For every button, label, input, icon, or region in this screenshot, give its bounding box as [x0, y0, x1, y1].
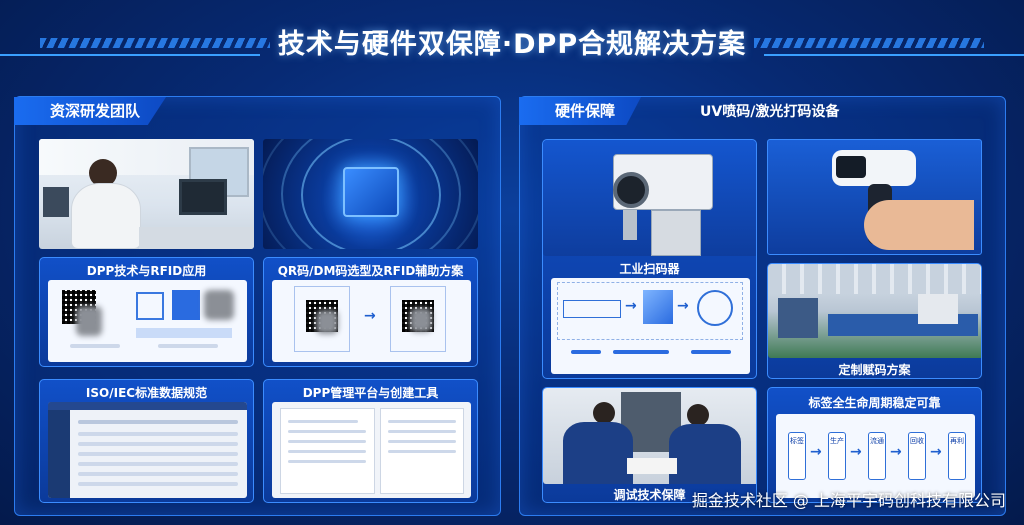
card-iso-iec: ISO/IEC标准数据规范 — [39, 379, 254, 503]
dpp-platform-document — [272, 402, 471, 498]
card-custom-coding: 定制赋码方案 — [767, 263, 982, 379]
card-dpp-platform-label: DPP管理平台与创建工具 — [302, 386, 439, 400]
card-industrial-scanner-label: 工业扫码器 — [619, 262, 680, 276]
arrow-right-icon: → — [677, 298, 689, 314]
lab-photo — [39, 139, 254, 249]
arrow-right-icon: → — [890, 444, 902, 460]
industrial-scanner-image — [543, 140, 756, 256]
lifecycle-step-3: 流通 — [868, 432, 886, 480]
lifecycle-step-4: 回收 — [908, 432, 926, 480]
card-industrial-scanner: 工业扫码器 → → — [542, 139, 757, 379]
watermark: 掘金技术社区 @ 上海平宇码创科技有限公司 — [691, 491, 1006, 510]
lifecycle-step-1: 标签 — [788, 432, 806, 480]
card-tag-lifecycle-label: 标签全生命周期稳定可靠 — [808, 396, 941, 410]
arrow-right-icon: → — [810, 444, 822, 460]
card-debug-support: 调试技术保障 — [542, 387, 757, 503]
tag-lifecycle-diagram: 标签 → 生产 → 流通 → 回收 → 再利 — [776, 414, 975, 498]
lifecycle-step-2: 生产 — [828, 432, 846, 480]
handheld-scanner-image — [767, 139, 982, 255]
arrow-right-icon: → — [364, 308, 376, 324]
hardware-section-title: 硬件保障 — [519, 97, 642, 125]
card-debug-support-label: 调试技术保障 — [613, 488, 686, 502]
dpp-rfid-qr-illustration — [48, 280, 247, 362]
scanner-flow-diagram: → → — [551, 278, 750, 374]
chip-icon — [343, 167, 399, 217]
iso-iec-data-table — [48, 402, 247, 498]
hardware-panel: 硬件保障 UV喷码/激光打码设备 工业扫码器 → → — [519, 96, 1006, 516]
card-iso-iec-label: ISO/IEC标准数据规范 — [85, 386, 208, 400]
card-tag-lifecycle: 标签全生命周期稳定可靠 标签 → 生产 → 流通 → 回收 → 再利 — [767, 387, 982, 503]
arrow-right-icon: → — [930, 444, 942, 460]
qr-dm-illustration: → — [272, 280, 471, 362]
card-qr-dm-rfid: QR码/DM码选型及RFID辅助方案 → — [263, 257, 478, 367]
rd-team-panel: 资深研发团队 DPP技术与RFID应用 QR码/DM码选型及RFID — [14, 96, 501, 516]
lifecycle-step-5: 再利 — [948, 432, 966, 480]
card-dpp-platform: DPP管理平台与创建工具 — [263, 379, 478, 503]
title-decoration-right — [754, 38, 984, 48]
page-title: 技术与硬件双保障·DPP合规解决方案 — [277, 29, 747, 60]
title-line-right — [764, 54, 1024, 56]
arrow-right-icon: → — [850, 444, 862, 460]
card-dpp-rfid: DPP技术与RFID应用 — [39, 257, 254, 367]
title-bar: 技术与硬件双保障·DPP合规解决方案 — [0, 12, 1024, 68]
engineers-debugging-photo — [543, 388, 756, 484]
card-dpp-rfid-label: DPP技术与RFID应用 — [86, 264, 207, 278]
rd-team-section-title: 资深研发团队 — [14, 97, 167, 125]
uv-laser-heading: UV喷码/激光打码设备 — [700, 104, 840, 120]
title-decoration-left — [40, 38, 270, 48]
rfid-chip-image — [263, 139, 478, 249]
factory-production-line-image — [768, 264, 981, 358]
card-qr-dm-rfid-label: QR码/DM码选型及RFID辅助方案 — [277, 264, 464, 278]
arrow-right-icon: → — [625, 298, 637, 314]
title-line-left — [0, 54, 260, 56]
card-custom-coding-label: 定制赋码方案 — [838, 363, 911, 377]
